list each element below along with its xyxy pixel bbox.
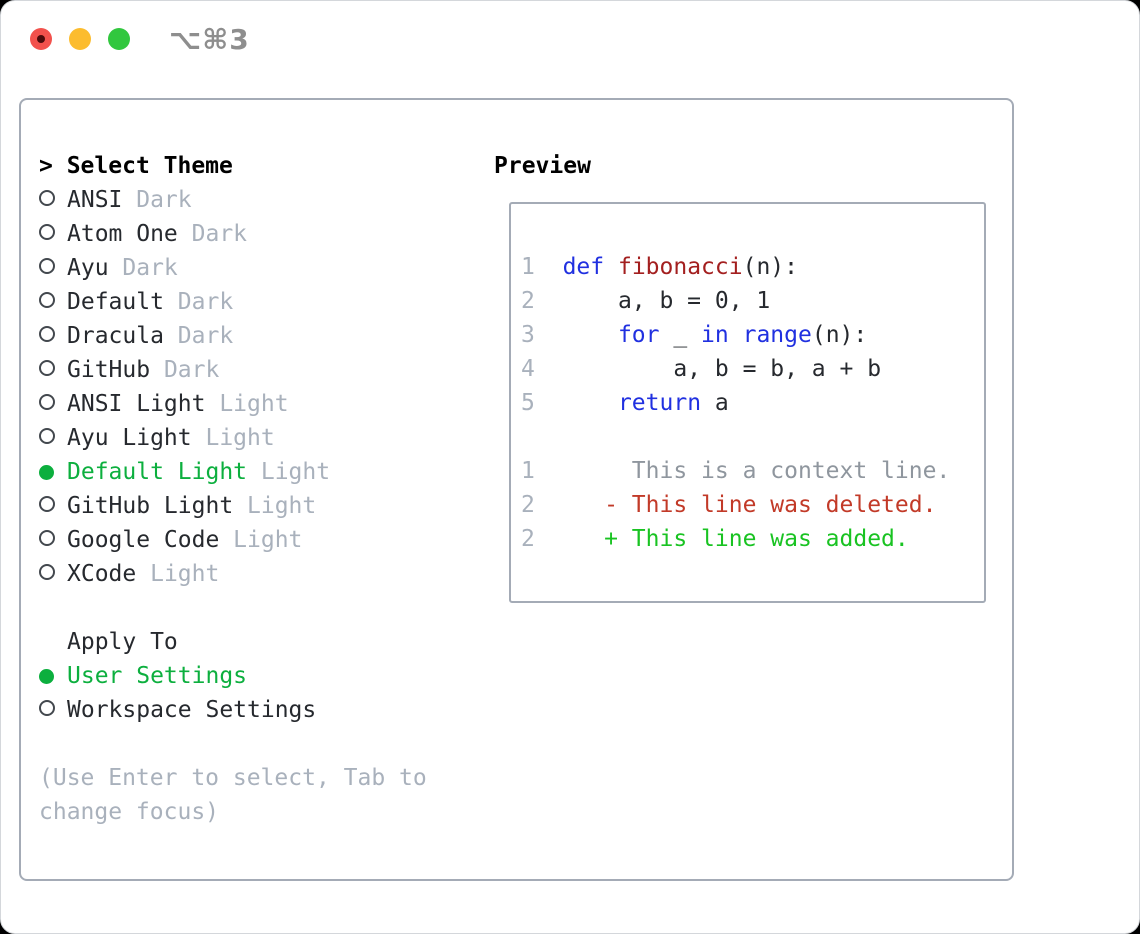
radio-selected-icon[interactable]: [39, 669, 54, 684]
radio-icon[interactable]: [39, 360, 55, 376]
theme-variant-label: Dark: [136, 187, 192, 213]
theme-variant-label: Dark: [122, 255, 178, 281]
option-label: Ayu Light: [67, 425, 192, 451]
theme-selector-title: > Select Theme: [39, 149, 427, 183]
theme-variant-label: Light: [260, 459, 331, 485]
theme-option[interactable]: Default Dark: [39, 285, 427, 319]
diff-block: 1 This is a context line.2 - This line w…: [521, 454, 984, 556]
help-text-line-2: change focus): [39, 799, 220, 825]
diff-line: 1 This is a context line.: [521, 454, 984, 488]
spacer: [39, 727, 427, 761]
radio-icon[interactable]: [39, 190, 55, 206]
option-label: Default Light: [67, 459, 248, 485]
spacer: [39, 591, 427, 625]
line-number: 1: [521, 458, 535, 484]
line-number: 5: [521, 390, 535, 416]
zoom-button[interactable]: [108, 28, 130, 50]
preview-title: Preview: [494, 153, 591, 179]
code-line: 2 a, b = 0, 1: [521, 288, 771, 314]
radio-icon[interactable]: [39, 258, 55, 274]
minimize-button[interactable]: [69, 28, 91, 50]
diff-text: + This line was added.: [534, 526, 909, 552]
theme-option[interactable]: ANSI Light Light: [39, 387, 427, 421]
option-label: Google Code: [67, 527, 220, 553]
option-label: GitHub: [67, 357, 151, 383]
radio-icon[interactable]: [39, 530, 55, 546]
theme-variant-label: Dark: [177, 323, 234, 349]
prompt-chevron-icon: >: [39, 153, 67, 179]
option-label: User Settings: [67, 663, 248, 689]
radio-icon[interactable]: [39, 428, 55, 444]
option-label: ANSI: [67, 187, 123, 213]
radio-icon[interactable]: [39, 564, 55, 580]
theme-option[interactable]: Atom One Dark: [39, 217, 427, 251]
line-number: 3: [521, 322, 535, 348]
radio-icon[interactable]: [39, 224, 55, 240]
theme-option[interactable]: Dracula Dark: [39, 319, 427, 353]
theme-variant-label: Dark: [163, 357, 220, 383]
radio-selected-icon[interactable]: [39, 465, 54, 480]
option-label: GitHub Light: [67, 493, 234, 519]
diff-line: 2 + This line was added.: [521, 522, 984, 556]
option-label: XCode: [67, 561, 137, 587]
line-number: 4: [521, 356, 535, 382]
theme-variant-label: Dark: [191, 221, 248, 247]
option-label: Workspace Settings: [67, 697, 317, 723]
apply-to-title: Apply To: [67, 629, 178, 655]
theme-variant-label: Light: [150, 561, 220, 587]
theme-variant-label: Light: [205, 425, 275, 451]
option-label: Dracula: [67, 323, 164, 349]
option-label: Atom One: [67, 221, 178, 247]
diff-text: - This line was deleted.: [534, 492, 937, 518]
theme-option[interactable]: Google Code Light: [39, 523, 427, 557]
option-label: Ayu: [67, 255, 109, 281]
option-label: ANSI Light: [67, 391, 206, 417]
titlebar: ⌥⌘3: [1, 1, 1139, 77]
radio-icon[interactable]: [39, 292, 55, 308]
apply-option[interactable]: User Settings: [39, 659, 427, 693]
preview-box: 1 def fibonacci(n): 2 a, b = 0, 1 3 for _ …: [509, 202, 986, 603]
code-block: 1 def fibonacci(n): 2 a, b = 0, 1 3 for _ …: [521, 250, 984, 420]
theme-option[interactable]: GitHub Dark: [39, 353, 427, 387]
theme-variant-label: Dark: [177, 289, 234, 315]
radio-icon[interactable]: [39, 700, 55, 716]
theme-option[interactable]: Default Light Light: [39, 455, 427, 489]
code-line: 3 for _ in range(n):: [521, 322, 868, 348]
theme-option[interactable]: XCode Light: [39, 557, 427, 591]
line-number: 2: [521, 288, 535, 314]
radio-icon[interactable]: [39, 326, 55, 342]
code-line: 1 def fibonacci(n):: [521, 254, 798, 280]
radio-icon[interactable]: [39, 496, 55, 512]
line-number: 1: [521, 254, 535, 280]
line-number: 2: [521, 526, 535, 552]
theme-variant-label: Light: [233, 527, 303, 553]
theme-option[interactable]: Ayu Dark: [39, 251, 427, 285]
diff-text: This is a context line.: [534, 458, 951, 484]
code-line: 5 return a: [521, 390, 729, 416]
option-label: Default: [67, 289, 164, 315]
window-shortcut-label: ⌥⌘3: [169, 23, 250, 56]
line-number: 2: [521, 492, 535, 518]
theme-option[interactable]: ANSI Dark: [39, 183, 427, 217]
theme-variant-label: Light: [247, 493, 317, 519]
help-text-line-1: (Use Enter to select, Tab to: [39, 765, 427, 791]
theme-selector-title-text: Select Theme: [66, 153, 233, 179]
theme-option[interactable]: Ayu Light Light: [39, 421, 427, 455]
theme-variant-label: Light: [219, 391, 289, 417]
diff-line: 2 - This line was deleted.: [521, 488, 984, 522]
unsaved-dot-icon: [37, 35, 45, 43]
apply-option[interactable]: Workspace Settings: [39, 693, 427, 727]
code-line: 4 a, b = b, a + b: [521, 356, 882, 382]
close-button[interactable]: [30, 28, 52, 50]
radio-icon[interactable]: [39, 394, 55, 410]
theme-option[interactable]: GitHub Light Light: [39, 489, 427, 523]
